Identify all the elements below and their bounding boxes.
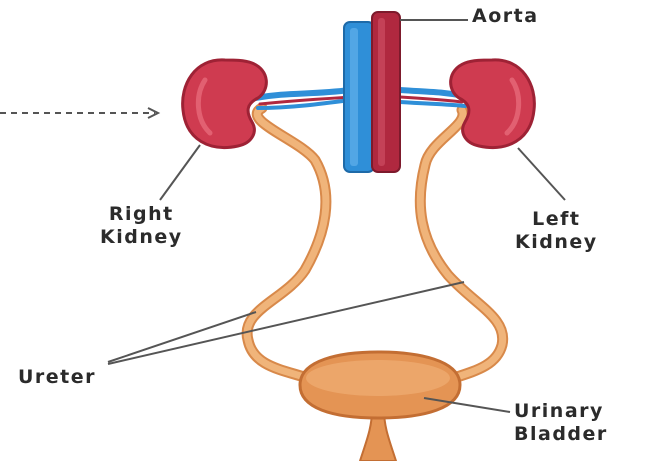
right-kidney-label-line-2: Kidney	[100, 226, 183, 249]
left-kidney-label: Left Kidney	[515, 208, 598, 254]
right-kidney	[183, 60, 267, 148]
urinary-bladder-label: Urinary Bladder	[514, 400, 608, 446]
right-kidney-label: Right Kidney	[100, 203, 183, 249]
ureter-leader-line-right	[108, 312, 256, 362]
urinary-bladder	[300, 352, 460, 461]
left-kidney-label-line-1: Left	[515, 208, 598, 231]
right-kidney-leader-line	[160, 145, 200, 200]
urinary-bladder-label-line-2: Bladder	[514, 423, 608, 446]
left-kidney	[451, 60, 535, 148]
aorta-vessel	[372, 12, 400, 172]
aorta-label: Aorta	[472, 5, 539, 28]
dashed-arrow-icon	[0, 108, 158, 118]
vena-cava	[344, 22, 374, 172]
left-kidney-leader-line	[518, 148, 565, 200]
right-kidney-label-line-1: Right	[100, 203, 183, 226]
left-kidney-label-line-2: Kidney	[515, 231, 598, 254]
ureter-label: Ureter	[18, 366, 96, 389]
urinary-bladder-label-line-1: Urinary	[514, 400, 608, 423]
